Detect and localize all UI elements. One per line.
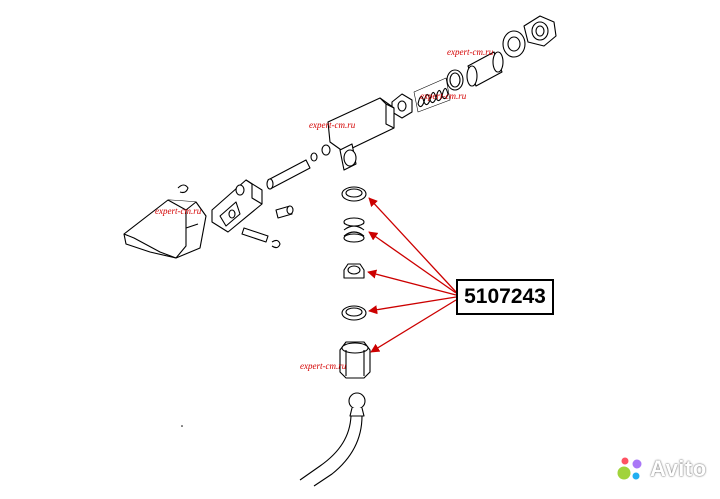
avito-dots-icon bbox=[616, 456, 643, 481]
small-ring bbox=[321, 144, 331, 156]
flat-washer-bottom bbox=[341, 305, 367, 321]
spring-clip bbox=[177, 184, 189, 194]
avito-logo-text: Avito bbox=[650, 456, 707, 481]
watermark: expert-cm.ru bbox=[309, 120, 356, 130]
large-washer bbox=[502, 30, 526, 58]
hex-coupling bbox=[339, 341, 371, 379]
callout-arrow bbox=[367, 269, 457, 296]
ball-joint-cable bbox=[299, 392, 366, 487]
callout-arrow bbox=[368, 231, 457, 294]
valve-housing bbox=[327, 97, 395, 171]
stray-dot bbox=[181, 425, 183, 427]
part-number-label: 5107243 bbox=[456, 279, 554, 315]
coil-spring bbox=[413, 77, 451, 113]
callout-arrow bbox=[370, 299, 457, 353]
spring-clip bbox=[271, 239, 281, 249]
avito-logo: Avito bbox=[616, 456, 707, 482]
callout-arrow bbox=[368, 296, 457, 315]
watermark: expert-cm.ru bbox=[300, 361, 347, 371]
clevis-fork bbox=[211, 179, 263, 233]
o-ring bbox=[446, 69, 464, 91]
valve-pin bbox=[266, 159, 311, 190]
lock-nut bbox=[523, 15, 557, 47]
small-bolt bbox=[275, 205, 294, 219]
cross-pin bbox=[241, 227, 269, 243]
callout-arrows bbox=[367, 197, 457, 353]
watermark: expert-cm.ru bbox=[447, 47, 494, 57]
watermark: expert-cm.ru bbox=[420, 91, 467, 101]
small-spring bbox=[343, 217, 365, 243]
control-lever bbox=[123, 199, 207, 259]
watermark: expert-cm.ru bbox=[155, 206, 202, 216]
callout-arrow bbox=[368, 197, 457, 293]
acorn-nut bbox=[343, 263, 365, 279]
flat-washer-top bbox=[341, 186, 367, 202]
cap-nut bbox=[391, 93, 413, 119]
threaded-sleeve bbox=[466, 51, 504, 87]
small-ring bbox=[310, 152, 318, 162]
